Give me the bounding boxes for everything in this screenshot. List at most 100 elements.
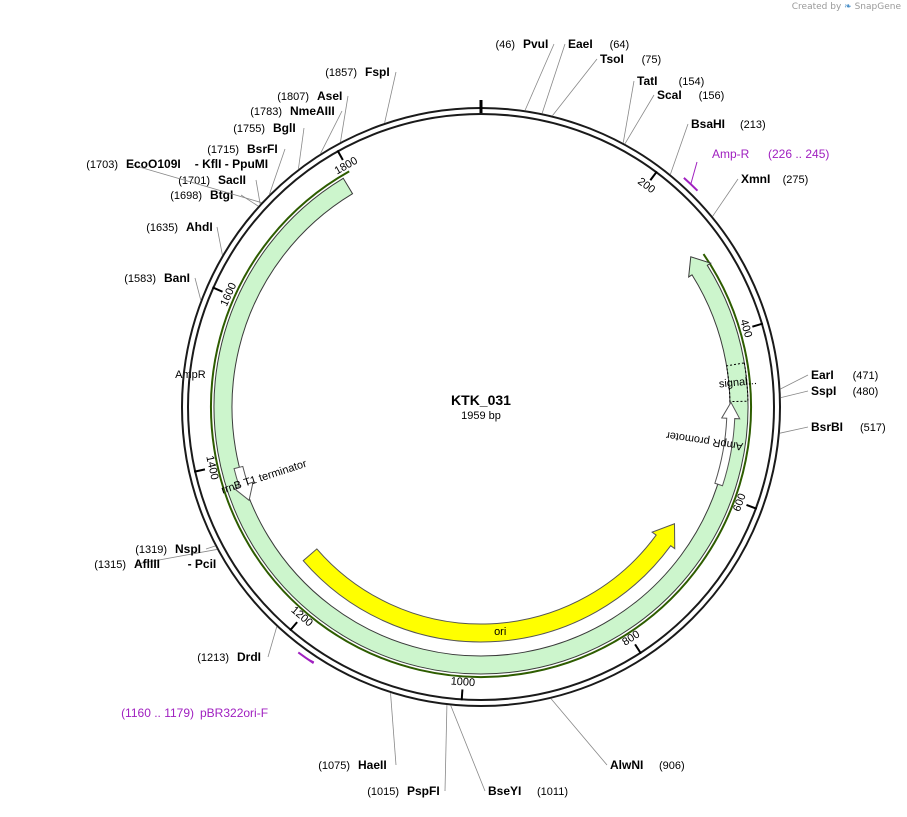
backbone-ring [181,100,781,707]
site-leader-fspi [384,71,397,123]
site-pos-eaei: (64) [610,39,630,51]
site-name-bsrfi: BsrFI [247,142,278,156]
site-asei: (1807)AseI [277,89,349,143]
site-pos-bsrbi: (517) [860,422,886,434]
site-leader-tsoi [552,58,598,116]
site-pos-pvui: (46) [495,39,515,51]
site-leader-nmeaiii [320,110,343,154]
site-name-pvui: PvuI [523,37,548,51]
site-leader-scai [624,94,655,144]
site-ahdi: (1635) AhdI [146,220,223,255]
site-name-ahdi: AhdI [186,220,213,234]
tick-label-400: 400 [737,318,754,339]
site-extra-ecoo109i: - KflI - PpuMI [195,157,268,171]
site-name-ecoo109i: EcoO109I [126,157,181,171]
created-by-text: Created by [791,2,842,12]
site-scai: ScaI(156) [624,88,725,144]
site-ecoo109i: (1703) EcoO109I - KflI - PpuMI [86,157,268,203]
site-name-eari: EarI [811,368,834,382]
site-btgi: (1698) BtgI [170,188,259,207]
site-xmni: XmnI (275) [712,172,809,217]
site-pos-ecoo109i: (1703) [86,159,118,171]
site-name-asei: AseI [317,89,342,103]
site-name-nspi: NspI [175,542,201,556]
site-leader-afliii [136,549,218,565]
primer-leader-pbr322ori-f [305,657,315,663]
site-extra-afliii: - PciI [188,557,217,571]
site-pos-bgli: (1755) [233,123,265,135]
site-fspi: (1857)FspI [325,65,397,123]
tick-200 [649,170,658,181]
site-name-eaei: EaeI [568,37,593,51]
ampr-direction-line [210,170,752,678]
site-leader-eari [780,374,809,390]
tick-400 [752,322,764,328]
site-leader-bsrbi [779,426,809,434]
site-name-xmni: XmnI [741,172,770,186]
site-leader-asei [340,95,349,143]
site-sspi: SspI(480) [780,384,879,399]
site-pos-haeii: (1075) [318,760,350,772]
site-pos-ahdi: (1635) [146,222,178,234]
site-sacii: (1701)SacII [178,173,261,205]
tick-1800 [336,149,344,161]
site-name-tsoi: TsoI [600,52,624,66]
primers: Amp-R (226 .. 245) (1160 .. 1179)pBR322ori… [121,147,829,720]
site-nspi: (1319) NspI [135,542,216,556]
site-name-btgi: BtgI [210,188,233,202]
site-pspfi: (1015)PspFI [367,705,448,798]
ori-arrow [302,523,676,643]
site-bseyi: BseYI(1011) [450,705,568,798]
site-name-bgli: BglI [273,121,296,135]
site-leader-sacii [255,179,261,205]
site-name-fspi: FspI [365,65,390,79]
site-name-haeii: HaeII [358,758,387,772]
site-tsoi: TsoI (75) [552,52,661,116]
tick-label-1000: 1000 [450,676,475,690]
ori-label: ori [494,626,506,638]
site-name-bsahi: BsaHI [691,117,725,131]
primer-name-amp-r: Amp-R [712,147,750,161]
tick-label-200: 200 [635,175,657,196]
site-pos-scai: (156) [699,90,725,102]
site-leader-drdi [267,626,278,658]
site-pos-alwni: (906) [659,760,685,772]
site-pos-nmeaiii: (1783) [250,106,282,118]
site-name-afliii: AflIII [134,557,160,571]
site-pos-tsoi: (75) [642,54,662,66]
primer-range-amp-r: (226 .. 245) [768,147,829,161]
signal-label: signal... [718,375,757,390]
ampr-arrow [213,177,749,675]
tick-1000 [460,689,464,701]
primer-mark-amp-r [683,177,699,192]
primer-pbr322ori-f: (1160 .. 1179)pBR322ori-F [121,651,315,720]
tick-800 [634,643,642,655]
site-name-drdi: DrdI [237,650,261,664]
site-bsrbi: BsrBI(517) [779,420,886,434]
site-leader-bsrfi [269,148,286,195]
site-leader-bsahi [669,123,689,175]
terminator-arrow [233,465,254,502]
tick-1400 [194,468,206,473]
site-bsrfi: (1715)BsrFI [207,142,286,195]
site-leader-nspi [205,545,216,550]
site-pos-btgi: (1698) [170,190,202,202]
site-leader-pvui [524,43,555,111]
site-leader-bseyi [450,705,486,792]
tick-1600 [212,286,223,293]
site-drdi: (1213)DrdI [197,626,278,664]
site-name-nmeaiii: NmeAIII [290,104,335,118]
primer-range-pbr322ori-f: (1160 .. 1179) [121,706,194,720]
site-pos-xmni: (275) [783,174,809,186]
site-pos-tati: (154) [679,76,705,88]
site-pos-bseyi: (1011) [537,786,568,798]
site-pos-sspi: (480) [853,386,879,398]
site-pos-nspi: (1319) [135,544,167,556]
tick-label-1400: 1400 [203,455,220,482]
site-bani: (1583)BanI [124,271,202,301]
site-haeii: (1075) HaeII [318,693,397,772]
site-leader-tati [622,80,635,143]
site-pos-sacii: (1701) [178,175,210,187]
